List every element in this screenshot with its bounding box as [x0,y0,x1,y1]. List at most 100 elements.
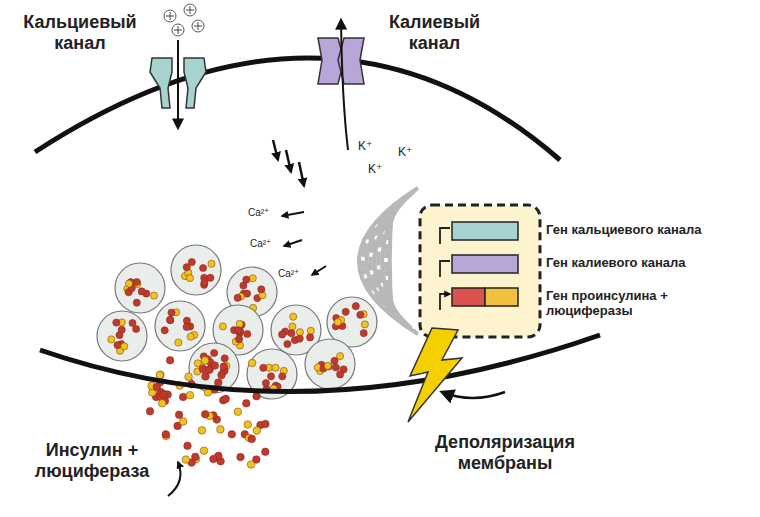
er-cisterna [371,197,409,325]
granule [237,453,245,461]
granule [296,335,303,342]
granule [272,364,279,371]
channel-label: Кальциевый канал [10,12,150,53]
granule [133,299,140,306]
granule [113,319,120,326]
ion-label: K⁺ [368,163,382,177]
potassium-gene [452,255,518,273]
granule [175,411,183,419]
calcium-flow-arrow [177,40,179,128]
er-cisterna [390,212,392,310]
granule [262,380,269,387]
luciferase-gene [485,288,518,306]
vesicle [97,311,147,361]
granule [253,427,261,435]
ion-label: Ca²⁺ [248,207,269,219]
granule [307,334,314,341]
ion-label: K⁺ [358,140,372,154]
granule [184,442,192,450]
granule [284,340,291,347]
vesicle [171,245,221,295]
granule [218,371,226,379]
granule [262,420,270,428]
granule [361,321,368,328]
granule [248,359,256,367]
product-label: Инсулин + люцифераза [12,440,172,481]
er-cisterna [378,203,401,319]
granule [357,311,364,318]
granule [258,286,265,293]
granule [234,408,242,416]
granule [167,317,174,324]
granule [186,275,193,282]
granule [153,383,161,391]
membrane-top [35,58,560,160]
calcium-gene [452,222,518,240]
vesicle [155,301,205,351]
gene-label: Ген кальциевого канала [546,223,756,238]
granule [166,357,174,365]
granule [228,431,236,439]
granule [201,357,209,365]
granule [211,349,218,356]
granule [208,260,215,267]
channel-label: Калиевый канал [372,12,497,53]
calcium-release-arrows [282,212,326,275]
granule [289,323,296,330]
granule [116,332,123,339]
granule [167,316,174,323]
granule [221,355,228,362]
vesicle [305,339,355,389]
granule [201,410,209,418]
granule [243,276,250,283]
granule [168,309,175,316]
granule [253,392,261,400]
granule [158,400,166,408]
granule [175,339,182,346]
gene-panel [420,205,540,337]
granule [207,274,214,281]
granule [217,426,225,434]
granule [334,319,341,326]
granule [337,371,344,378]
granule [352,303,359,310]
granule [244,421,252,429]
gene-label: Ген проинсулина + люциферазы [546,289,696,319]
proinsulin-gene [452,288,485,306]
lightning-bolt [408,328,462,422]
granule [133,325,140,332]
granule [243,400,251,408]
granule [160,391,168,399]
granule [307,327,314,334]
granule [279,373,286,380]
membrane-bottom [40,335,600,392]
er-cisterna [382,206,398,316]
granule [198,427,206,435]
granule [161,327,168,334]
granule [121,343,128,350]
granule [182,456,190,464]
granule [200,264,207,271]
granule [234,294,241,301]
granule [183,323,190,330]
granule [220,363,228,371]
ion-label: Ca²⁺ [250,238,271,250]
granule [133,278,140,285]
granule [260,364,267,371]
granule [146,407,154,415]
granule [179,418,187,426]
granule [187,333,194,340]
granule [332,364,339,371]
granule [179,393,187,401]
granule [236,336,243,343]
depolarization-arrow [442,392,505,398]
granule [156,371,164,379]
secreted-granules [146,357,269,469]
gene-label: Ген калиевого канала [546,256,756,271]
ion-label: K⁺ [398,146,412,160]
granule [108,336,115,343]
granule [248,435,256,443]
granule [157,371,165,379]
granule [201,279,208,286]
granule [200,447,208,455]
